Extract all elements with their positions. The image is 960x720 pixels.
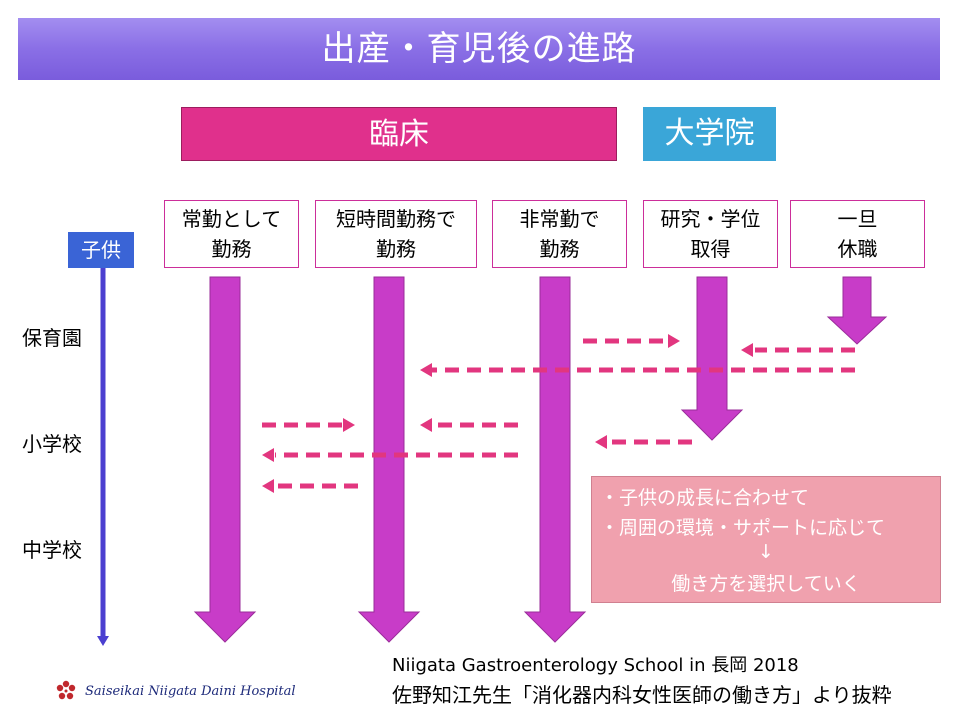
arrowhead-6 [595,435,607,449]
source-line-1: Niigata Gastroenterology School in 長岡 20… [392,655,799,676]
shorthours-arrow [357,276,421,643]
path-parttime-label: 非常勤で 勤務 [519,207,600,261]
note-line-2: ・周囲の環境・サポートに応じて [600,517,886,539]
fulltime-arrow [193,276,257,643]
path-leave-box: 一旦 休職 [790,200,925,268]
research-arrow [680,276,744,441]
note-box: ・子供の成長に合わせて ・周囲の環境・サポートに応じて ↓ 働き方を選択していく [591,476,941,603]
note-line-1: ・子供の成長に合わせて [600,487,810,509]
hospital-logo: Saiseikai Niigata Daini Hospital [55,680,296,702]
path-parttime-box: 非常勤で 勤務 [492,200,627,268]
stage-elementary: 小学校 [22,432,82,456]
page-title: 出産・育児後の進路 [18,18,940,80]
stage-junior-high: 中学校 [22,538,82,562]
path-leave-label: 一旦 休職 [837,207,878,261]
child-label: 子供 [68,232,134,268]
arrowhead-7 [262,448,274,462]
parttime-arrow [523,276,587,643]
child-timeline-head [97,636,109,646]
arrowhead-8 [262,479,274,493]
arrowhead-4 [343,418,355,432]
path-fulltime-box: 常勤として 勤務 [164,200,299,268]
arrowhead-1 [668,334,680,348]
path-shorthours-label: 短時間勤務で 勤務 [336,207,456,261]
arrowhead-2 [741,343,753,357]
arrowhead-3 [420,363,432,377]
path-research-box: 研究・学位 取得 [643,200,778,268]
graduate-school-category: 大学院 [643,107,776,161]
stage-nursery: 保育園 [22,326,82,350]
source-line-2: 佐野知江先生「消化器内科女性医師の働き方」より抜粋 [392,683,892,707]
note-line-3: 働き方を選択していく [671,573,861,595]
note-arrow: ↓ [758,541,774,563]
flower-emblem-icon [56,680,76,700]
leave-arrow [826,276,888,345]
clinical-category: 臨床 [181,107,617,161]
path-shorthours-box: 短時間勤務で 勤務 [315,200,477,268]
hospital-name: Saiseikai Niigata Daini Hospital [85,683,296,699]
path-fulltime-label: 常勤として 勤務 [181,207,282,261]
path-research-label: 研究・学位 取得 [660,207,761,261]
arrowhead-5 [420,418,432,432]
